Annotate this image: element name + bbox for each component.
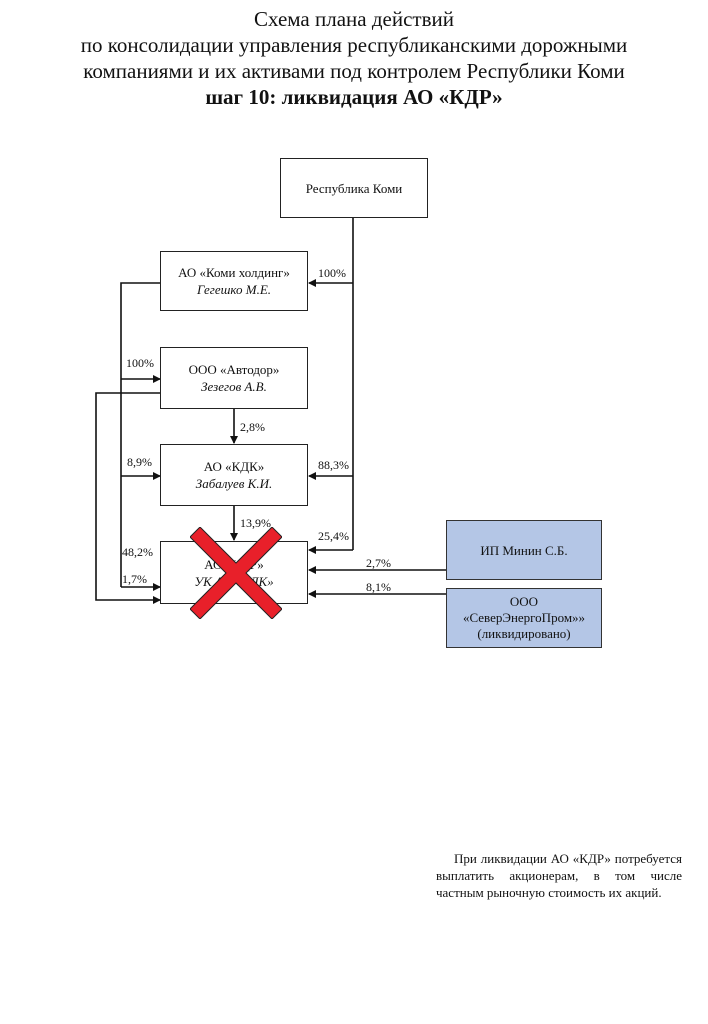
node-komi-holding: АО «Коми холдинг» Гегешко М.Е. — [160, 251, 308, 311]
title-line-3: компаниями и их активами под контролем Р… — [83, 59, 625, 83]
node-name: ИП Минин С.Б. — [480, 542, 568, 558]
node-name: ООО «Автодор» — [188, 362, 280, 377]
diagram-title: Схема плана действий по консолидации упр… — [0, 6, 708, 110]
label-republic-to-kdk: 88,3% — [318, 458, 349, 472]
node-line-1: ООО — [509, 594, 539, 609]
edge-avtodor-to-kdr — [95, 392, 161, 604]
node-line-3: (ликвидировано) — [477, 626, 571, 641]
label-komi-holding-to-avtodor: 100% — [126, 356, 154, 370]
title-line-4: шаг 10: ликвидация АО «КДР» — [205, 85, 503, 109]
label-avtodor-to-kdk: 2,8% — [240, 420, 265, 434]
node-republic-komi: Республика Коми — [280, 158, 428, 218]
label-komi-holding-to-kdk: 8,9% — [127, 455, 152, 469]
node-head: Забалуев К.И. — [195, 476, 273, 491]
node-line-2: «СеверЭнергоПром»» — [462, 610, 586, 625]
edge-komi-holding-trunk — [120, 282, 161, 587]
title-line-2: по консолидации управления республиканск… — [80, 33, 628, 57]
node-head: Гегешко М.Е. — [196, 282, 272, 297]
label-komi-holding-to-kdr: 48,2% — [122, 545, 153, 559]
node-avtodor: ООО «Автодор» Зезегов А.В. — [160, 347, 308, 409]
node-minin: ИП Минин С.Б. — [446, 520, 602, 580]
node-name: Республика Коми — [305, 180, 403, 196]
label-republic-to-kdr: 25,4% — [318, 529, 349, 543]
label-minin-to-kdr: 2,7% — [366, 556, 391, 570]
cross-out-icon — [190, 527, 282, 619]
label-avtodor-to-kdr: 1,7% — [122, 572, 147, 586]
liquidation-note: При ликвидации АО «КДР» потребуется выпл… — [436, 851, 682, 900]
node-kdk: АО «КДК» Забалуев К.И. — [160, 444, 308, 506]
label-kdk-to-kdr: 13,9% — [240, 516, 271, 530]
title-line-1: Схема плана действий — [253, 7, 454, 31]
label-republic-to-komi-holding: 100% — [318, 266, 346, 280]
node-head: Зезегов А.В. — [201, 379, 267, 394]
node-name: АО «Коми холдинг» — [178, 265, 290, 280]
node-name: АО «КДК» — [203, 459, 265, 474]
node-severenergoprom: ООО «СеверЭнергоПром»» (ликвидировано) — [446, 588, 602, 648]
label-severenergoprom-to-kdr: 8,1% — [366, 580, 391, 594]
